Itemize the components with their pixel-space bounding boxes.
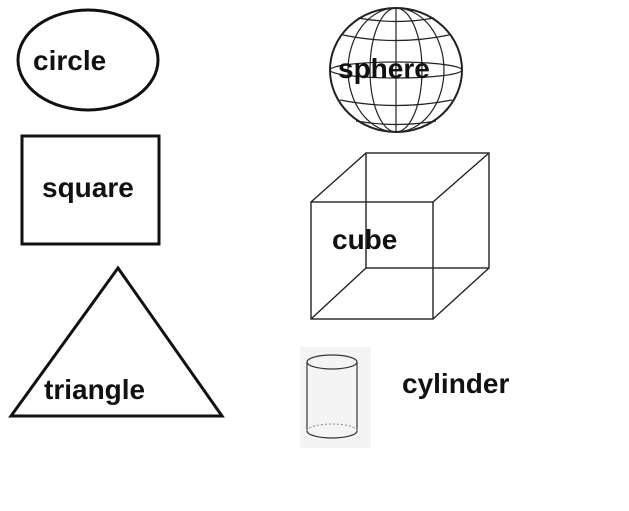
circle-shape [16,8,160,112]
triangle-label: triangle [44,374,146,405]
circle-label: circle [33,45,107,76]
cube-shape [310,152,490,320]
cylinder-shape [300,347,371,448]
square-shape [20,134,161,246]
square-label: square [42,172,134,203]
cube-label: cube [332,224,398,255]
sphere-label: sphere [338,53,430,84]
sphere-shape [329,7,463,133]
cylinder-label: cylinder [402,368,510,399]
triangle-shape [8,265,225,418]
